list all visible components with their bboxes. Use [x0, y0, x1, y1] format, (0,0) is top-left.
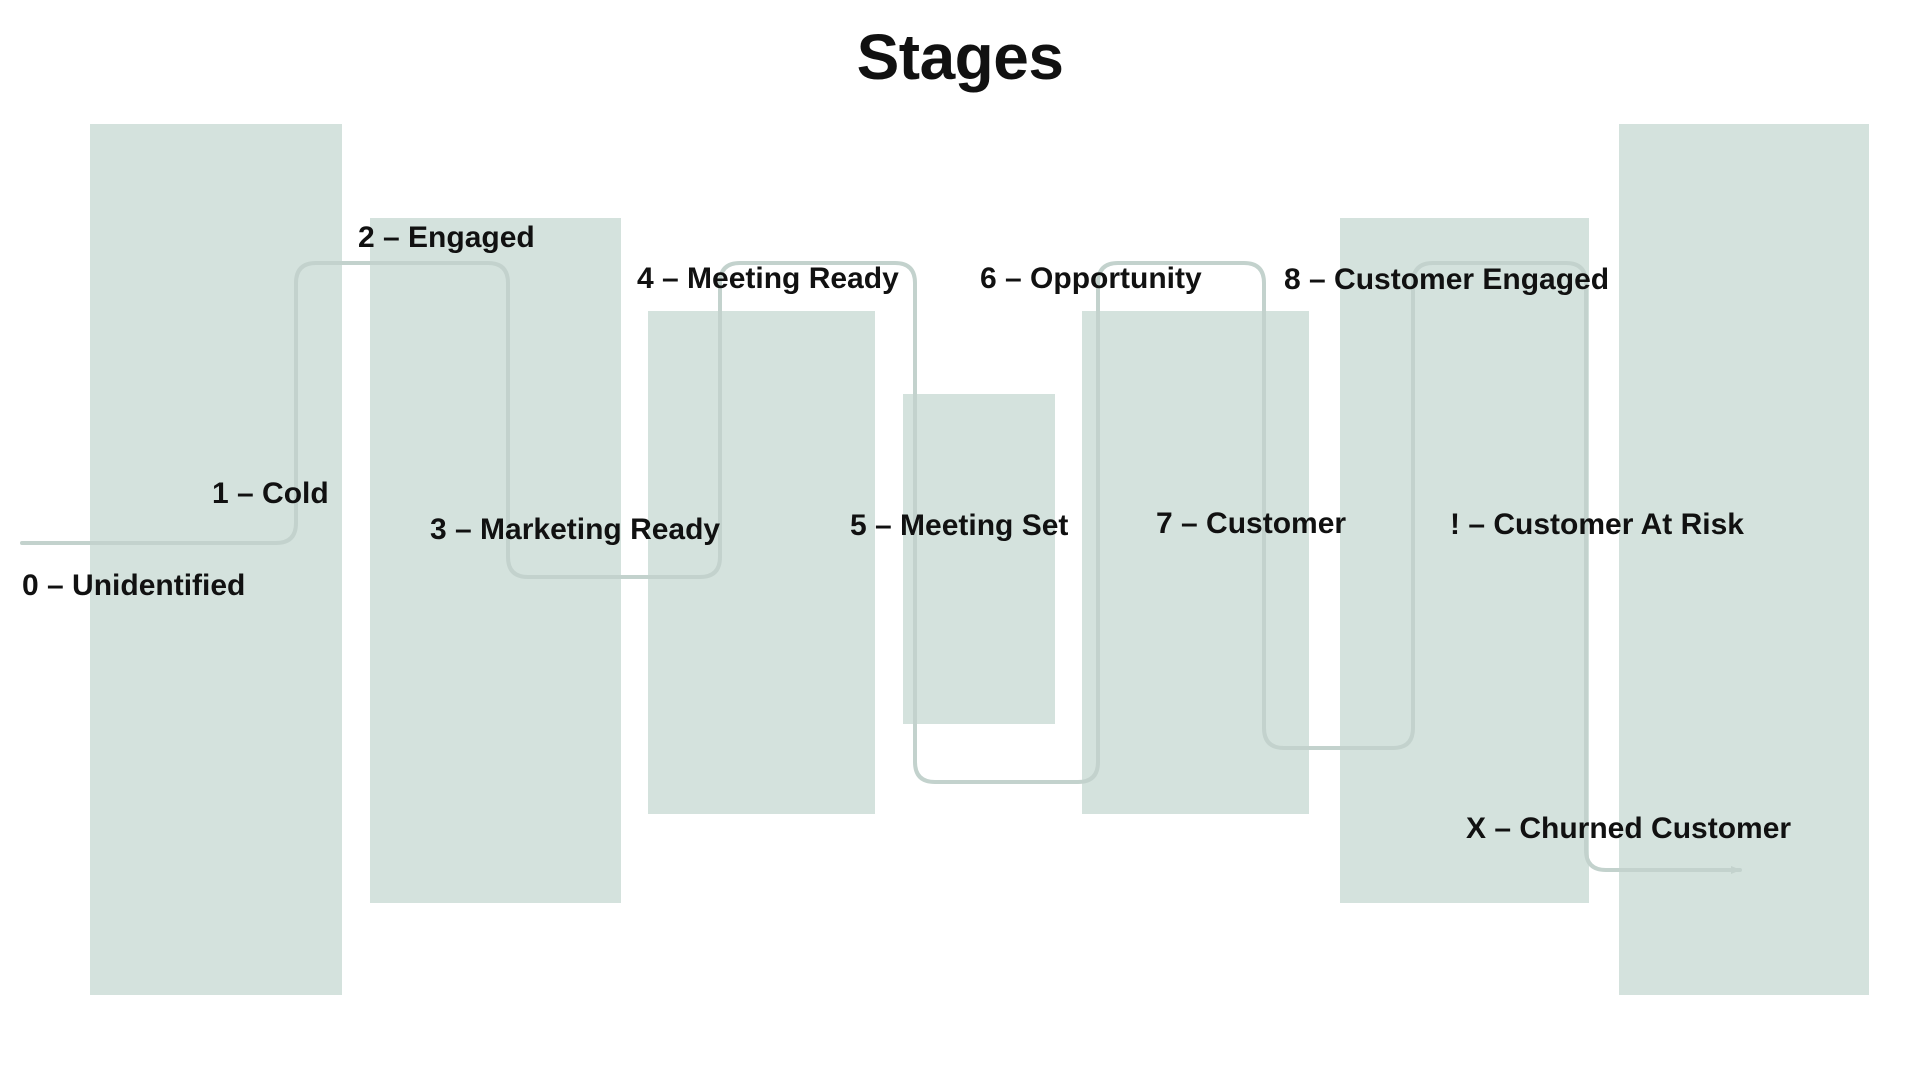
stage-label-1-cold: 1 – Cold: [212, 477, 329, 510]
band-meeting-set: [903, 394, 1055, 724]
stage-label-6-opportunity: 6 – Opportunity: [980, 262, 1202, 295]
stage-label-2-engaged: 2 – Engaged: [358, 221, 535, 254]
band-outer-right: [1619, 124, 1869, 995]
band-meeting-ready: [648, 311, 875, 814]
band-outer-left: [90, 124, 342, 995]
stage-label-3-marketing-ready: 3 – Marketing Ready: [430, 513, 721, 546]
stage-label-0-unidentified: 0 – Unidentified: [22, 569, 246, 602]
stage-label-8-customer-engaged: 8 – Customer Engaged: [1284, 263, 1610, 296]
stage-label-7-customer: 7 – Customer: [1156, 507, 1347, 540]
page-title: Stages: [856, 21, 1064, 93]
stage-label-5-meeting-set: 5 – Meeting Set: [850, 509, 1069, 542]
stage-label-churned-customer: X – Churned Customer: [1466, 812, 1792, 845]
band-opportunity: [1082, 311, 1309, 814]
band-engaged: [370, 218, 621, 903]
band-customer-engaged: [1340, 218, 1589, 903]
stage-label-4-meeting-ready: 4 – Meeting Ready: [637, 262, 899, 295]
stage-label-customer-at-risk: ! – Customer At Risk: [1450, 508, 1744, 541]
